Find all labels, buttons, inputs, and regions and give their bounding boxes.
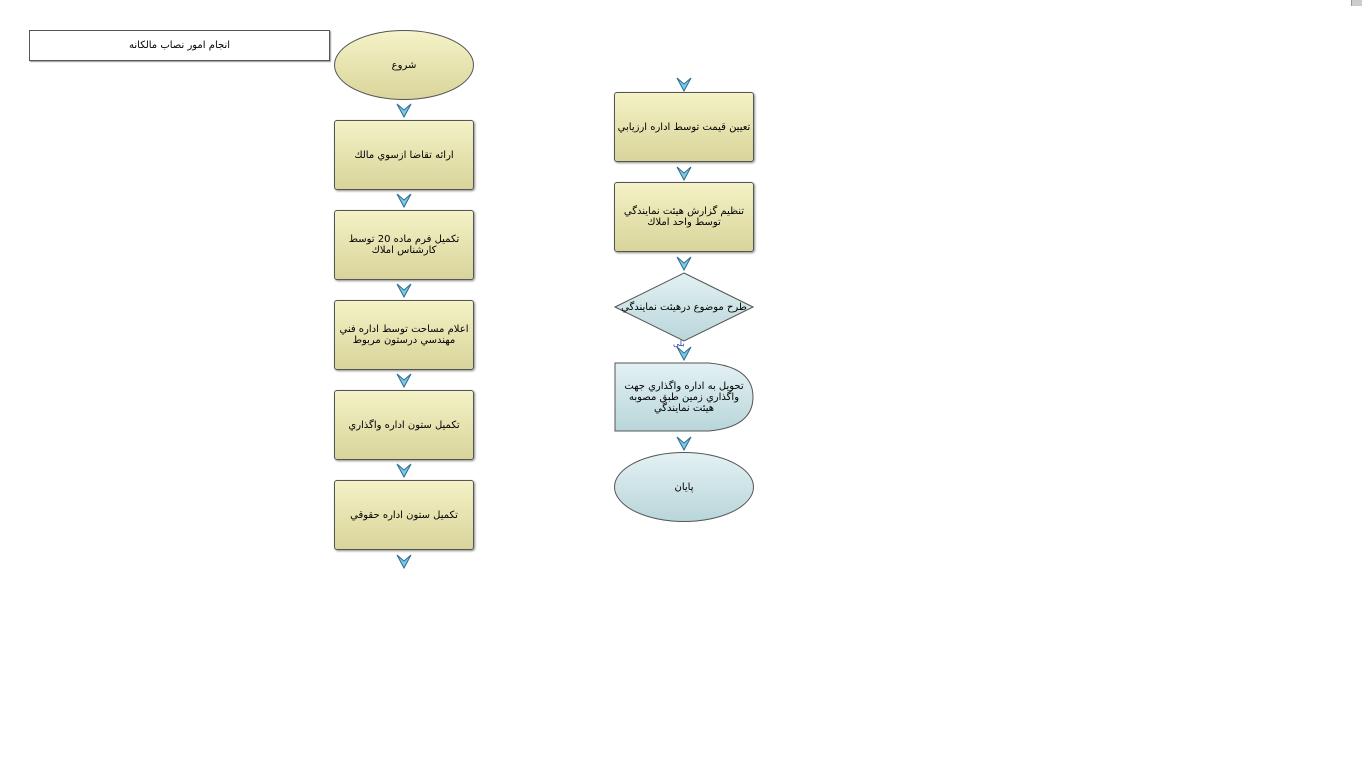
- handover-label: تحويل به اداره واگذاري جهت واگذاري زمين …: [624, 380, 744, 414]
- flow-arrow-icon: [676, 435, 692, 452]
- flow-arrow-icon: [396, 462, 412, 479]
- step-report[interactable]: تنظيم گزارش هيئت نمايندگي توسط واحد املا…: [614, 182, 754, 252]
- flow-arrow-icon: [396, 192, 412, 209]
- step-transfer-column[interactable]: تكميل ستون اداره واگذاري: [334, 390, 474, 460]
- step-form-20[interactable]: تكميل فرم ماده 20 توسط كارشناس املاك: [334, 210, 474, 280]
- yes-label: بلی: [673, 339, 685, 348]
- diagram-title: انجام امور نصاب مالكانه: [29, 30, 330, 61]
- flow-arrow-icon: [396, 372, 412, 389]
- flow-arrow-icon: [396, 282, 412, 299]
- flow-arrow-icon: [396, 553, 412, 570]
- step-legal-column[interactable]: تكميل ستون اداره حقوقي: [334, 480, 474, 550]
- flow-arrow-icon: [676, 345, 692, 362]
- end-node[interactable]: پايان: [614, 452, 754, 522]
- scrollbar[interactable]: [1351, 0, 1362, 6]
- step-submit-request[interactable]: ارائه تقاضا ازسوي مالك: [334, 120, 474, 190]
- step-area-announcement[interactable]: اعلام مساحت توسط اداره فني مهندسي درستون…: [334, 300, 474, 370]
- flow-arrow-icon: [676, 165, 692, 182]
- diamond-shape: [614, 272, 754, 342]
- flow-arrow-icon: [676, 255, 692, 272]
- decision-node[interactable]: طرح موضوع درهيئت نمايندگي: [614, 272, 754, 342]
- start-node[interactable]: شروع: [334, 30, 474, 100]
- document-shape: [614, 362, 754, 432]
- flow-arrow-icon: [396, 102, 412, 119]
- step-pricing[interactable]: تعيين قيمت توسط اداره ارزيابي: [614, 92, 754, 162]
- step-handover[interactable]: تحويل به اداره واگذاري جهت واگذاري زمين …: [614, 362, 754, 432]
- decision-label: طرح موضوع درهيئت نمايندگي: [621, 301, 747, 313]
- flow-arrow-icon: [676, 76, 692, 93]
